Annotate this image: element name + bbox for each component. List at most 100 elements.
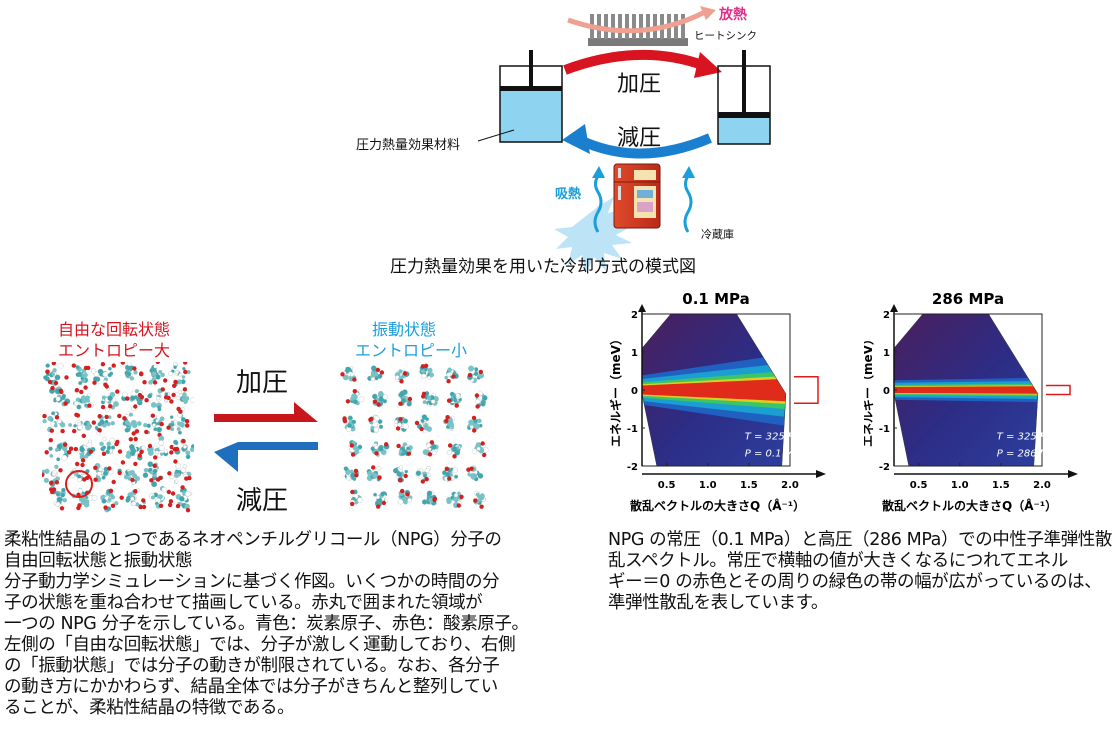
y-axis-arrow bbox=[638, 304, 646, 312]
npg-molecule bbox=[172, 438, 194, 460]
depressurize-mid-label: 減圧 bbox=[236, 486, 289, 516]
chart-title: 0.1 MPa bbox=[682, 290, 749, 308]
npg-molecule bbox=[442, 466, 459, 482]
npg-molecule bbox=[373, 491, 388, 509]
x-tick-label: 2.0 bbox=[781, 480, 799, 491]
material-cylinder-left bbox=[499, 50, 563, 143]
npg-molecule bbox=[43, 362, 64, 387]
npg-molecule bbox=[397, 488, 413, 505]
npg-molecule bbox=[142, 362, 168, 385]
npg-molecule bbox=[342, 415, 357, 432]
y-axis-arrow bbox=[890, 304, 898, 312]
material-label: 圧力熱量効果材料 bbox=[356, 138, 461, 153]
heat-release-arrow bbox=[567, 9, 707, 34]
x-axis-arrow bbox=[816, 470, 826, 478]
npg-molecule bbox=[90, 362, 116, 387]
y-tick-label: -1 bbox=[879, 424, 890, 435]
npg-molecule bbox=[392, 465, 408, 483]
y-tick-label: 1 bbox=[631, 348, 638, 359]
pressurize-arrow bbox=[563, 49, 707, 75]
npg-molecule bbox=[168, 362, 191, 388]
schematic-caption: 圧力熱量効果を用いた冷却方式の模式図 bbox=[390, 257, 696, 277]
npg-molecule bbox=[370, 441, 390, 457]
spectrum-heatmap bbox=[894, 314, 1038, 466]
y-tick-label: 2 bbox=[631, 310, 638, 321]
chart-title: 286 MPa bbox=[932, 290, 1004, 308]
npg-molecule bbox=[444, 367, 459, 384]
temperature-annotation: T = 325 K bbox=[997, 431, 1048, 442]
npg-molecule bbox=[144, 387, 171, 412]
npg-molecule bbox=[125, 488, 147, 510]
pressurize-mid-label: 加圧 bbox=[236, 368, 289, 398]
x-axis-label: 散乱ベクトルの大きさQ（Å⁻¹） bbox=[882, 498, 1057, 513]
vibration-title: 振動状態 bbox=[372, 320, 437, 339]
npg-molecule bbox=[99, 436, 123, 456]
x-axis-label: 散乱ベクトルの大きさQ（Å⁻¹） bbox=[630, 498, 805, 513]
depressurize-label: 減圧 bbox=[617, 126, 662, 151]
npg-molecule bbox=[100, 384, 120, 413]
y-tick-label: -1 bbox=[627, 424, 638, 435]
npg-molecule bbox=[68, 412, 92, 438]
free-rotation-entropy: エントロピー大 bbox=[58, 341, 171, 360]
npg-molecule bbox=[349, 489, 363, 507]
npg-molecule bbox=[473, 490, 487, 509]
heat-absorb-arrows bbox=[593, 175, 693, 233]
band-width-bracket bbox=[794, 375, 819, 405]
depressurize-arrow bbox=[577, 133, 712, 159]
refrigerator-icon bbox=[554, 163, 661, 273]
npg-molecule bbox=[367, 365, 385, 382]
free-rotation-title: 自由な回転状態 bbox=[58, 320, 171, 339]
npg-molecule bbox=[421, 490, 438, 506]
npg-molecule bbox=[372, 390, 388, 408]
x-tick-label: 1.0 bbox=[951, 480, 969, 491]
npg-molecule bbox=[466, 465, 484, 482]
heat-sink-label: ヒートシンク bbox=[694, 30, 757, 42]
npg-molecule bbox=[49, 385, 71, 407]
equilibrium-arrows bbox=[214, 402, 318, 472]
npg-molecule bbox=[125, 436, 146, 461]
pressure-annotation: P = 286 MPa bbox=[997, 449, 1061, 460]
depressurize-left-arrow bbox=[214, 442, 318, 472]
npg-molecule bbox=[146, 435, 174, 460]
npg-molecule bbox=[93, 462, 116, 485]
left-caption: 柔粘性結晶の１つであるネオペンチルグリコール（NPG）分子の 自由回転状態と振動… bbox=[4, 530, 529, 718]
npg-molecule bbox=[415, 466, 431, 484]
pressurize-right-arrow bbox=[214, 402, 318, 422]
npg-molecule bbox=[169, 387, 194, 412]
y-axis-label: エネルギー（meV） bbox=[864, 333, 875, 447]
refrigerator-label: 冷蔵庫 bbox=[701, 228, 734, 241]
npg-molecule bbox=[149, 485, 174, 509]
npg-molecule bbox=[142, 461, 164, 488]
npg-molecule bbox=[42, 411, 66, 434]
temperature-annotation: T = 325 K bbox=[745, 431, 796, 442]
spectrum-heatmap bbox=[642, 314, 786, 466]
vibration-entropy: エントロピー小 bbox=[355, 341, 468, 360]
npg-molecule bbox=[120, 362, 144, 381]
npg-molecule bbox=[366, 465, 382, 482]
cooling-schematic bbox=[477, 6, 771, 273]
vibration-crystal-image bbox=[338, 362, 490, 514]
npg-molecule bbox=[100, 488, 124, 513]
npg-molecule bbox=[167, 459, 192, 484]
npg-molecule bbox=[443, 415, 455, 432]
x-axis-arrow bbox=[1068, 470, 1078, 478]
npg-molecule bbox=[446, 491, 464, 509]
npg-molecule bbox=[143, 413, 165, 438]
x-tick-label: 1.5 bbox=[992, 480, 1010, 491]
x-tick-label: 1.5 bbox=[740, 480, 758, 491]
npg-molecule bbox=[349, 439, 363, 457]
npg-molecule bbox=[398, 389, 413, 407]
y-tick-label: -2 bbox=[879, 462, 890, 473]
npg-molecule bbox=[340, 366, 357, 382]
npg-molecule bbox=[446, 391, 462, 408]
y-tick-label: 0 bbox=[883, 386, 890, 397]
npg-molecule bbox=[170, 485, 193, 513]
y-tick-label: 0 bbox=[631, 386, 638, 397]
x-tick-label: 1.0 bbox=[699, 480, 717, 491]
npg-molecule bbox=[44, 438, 72, 462]
absorb-heat-label: 吸熱 bbox=[555, 187, 582, 202]
y-tick-label: 2 bbox=[883, 310, 890, 321]
npg-molecule bbox=[471, 441, 489, 458]
npg-molecule bbox=[72, 385, 94, 410]
